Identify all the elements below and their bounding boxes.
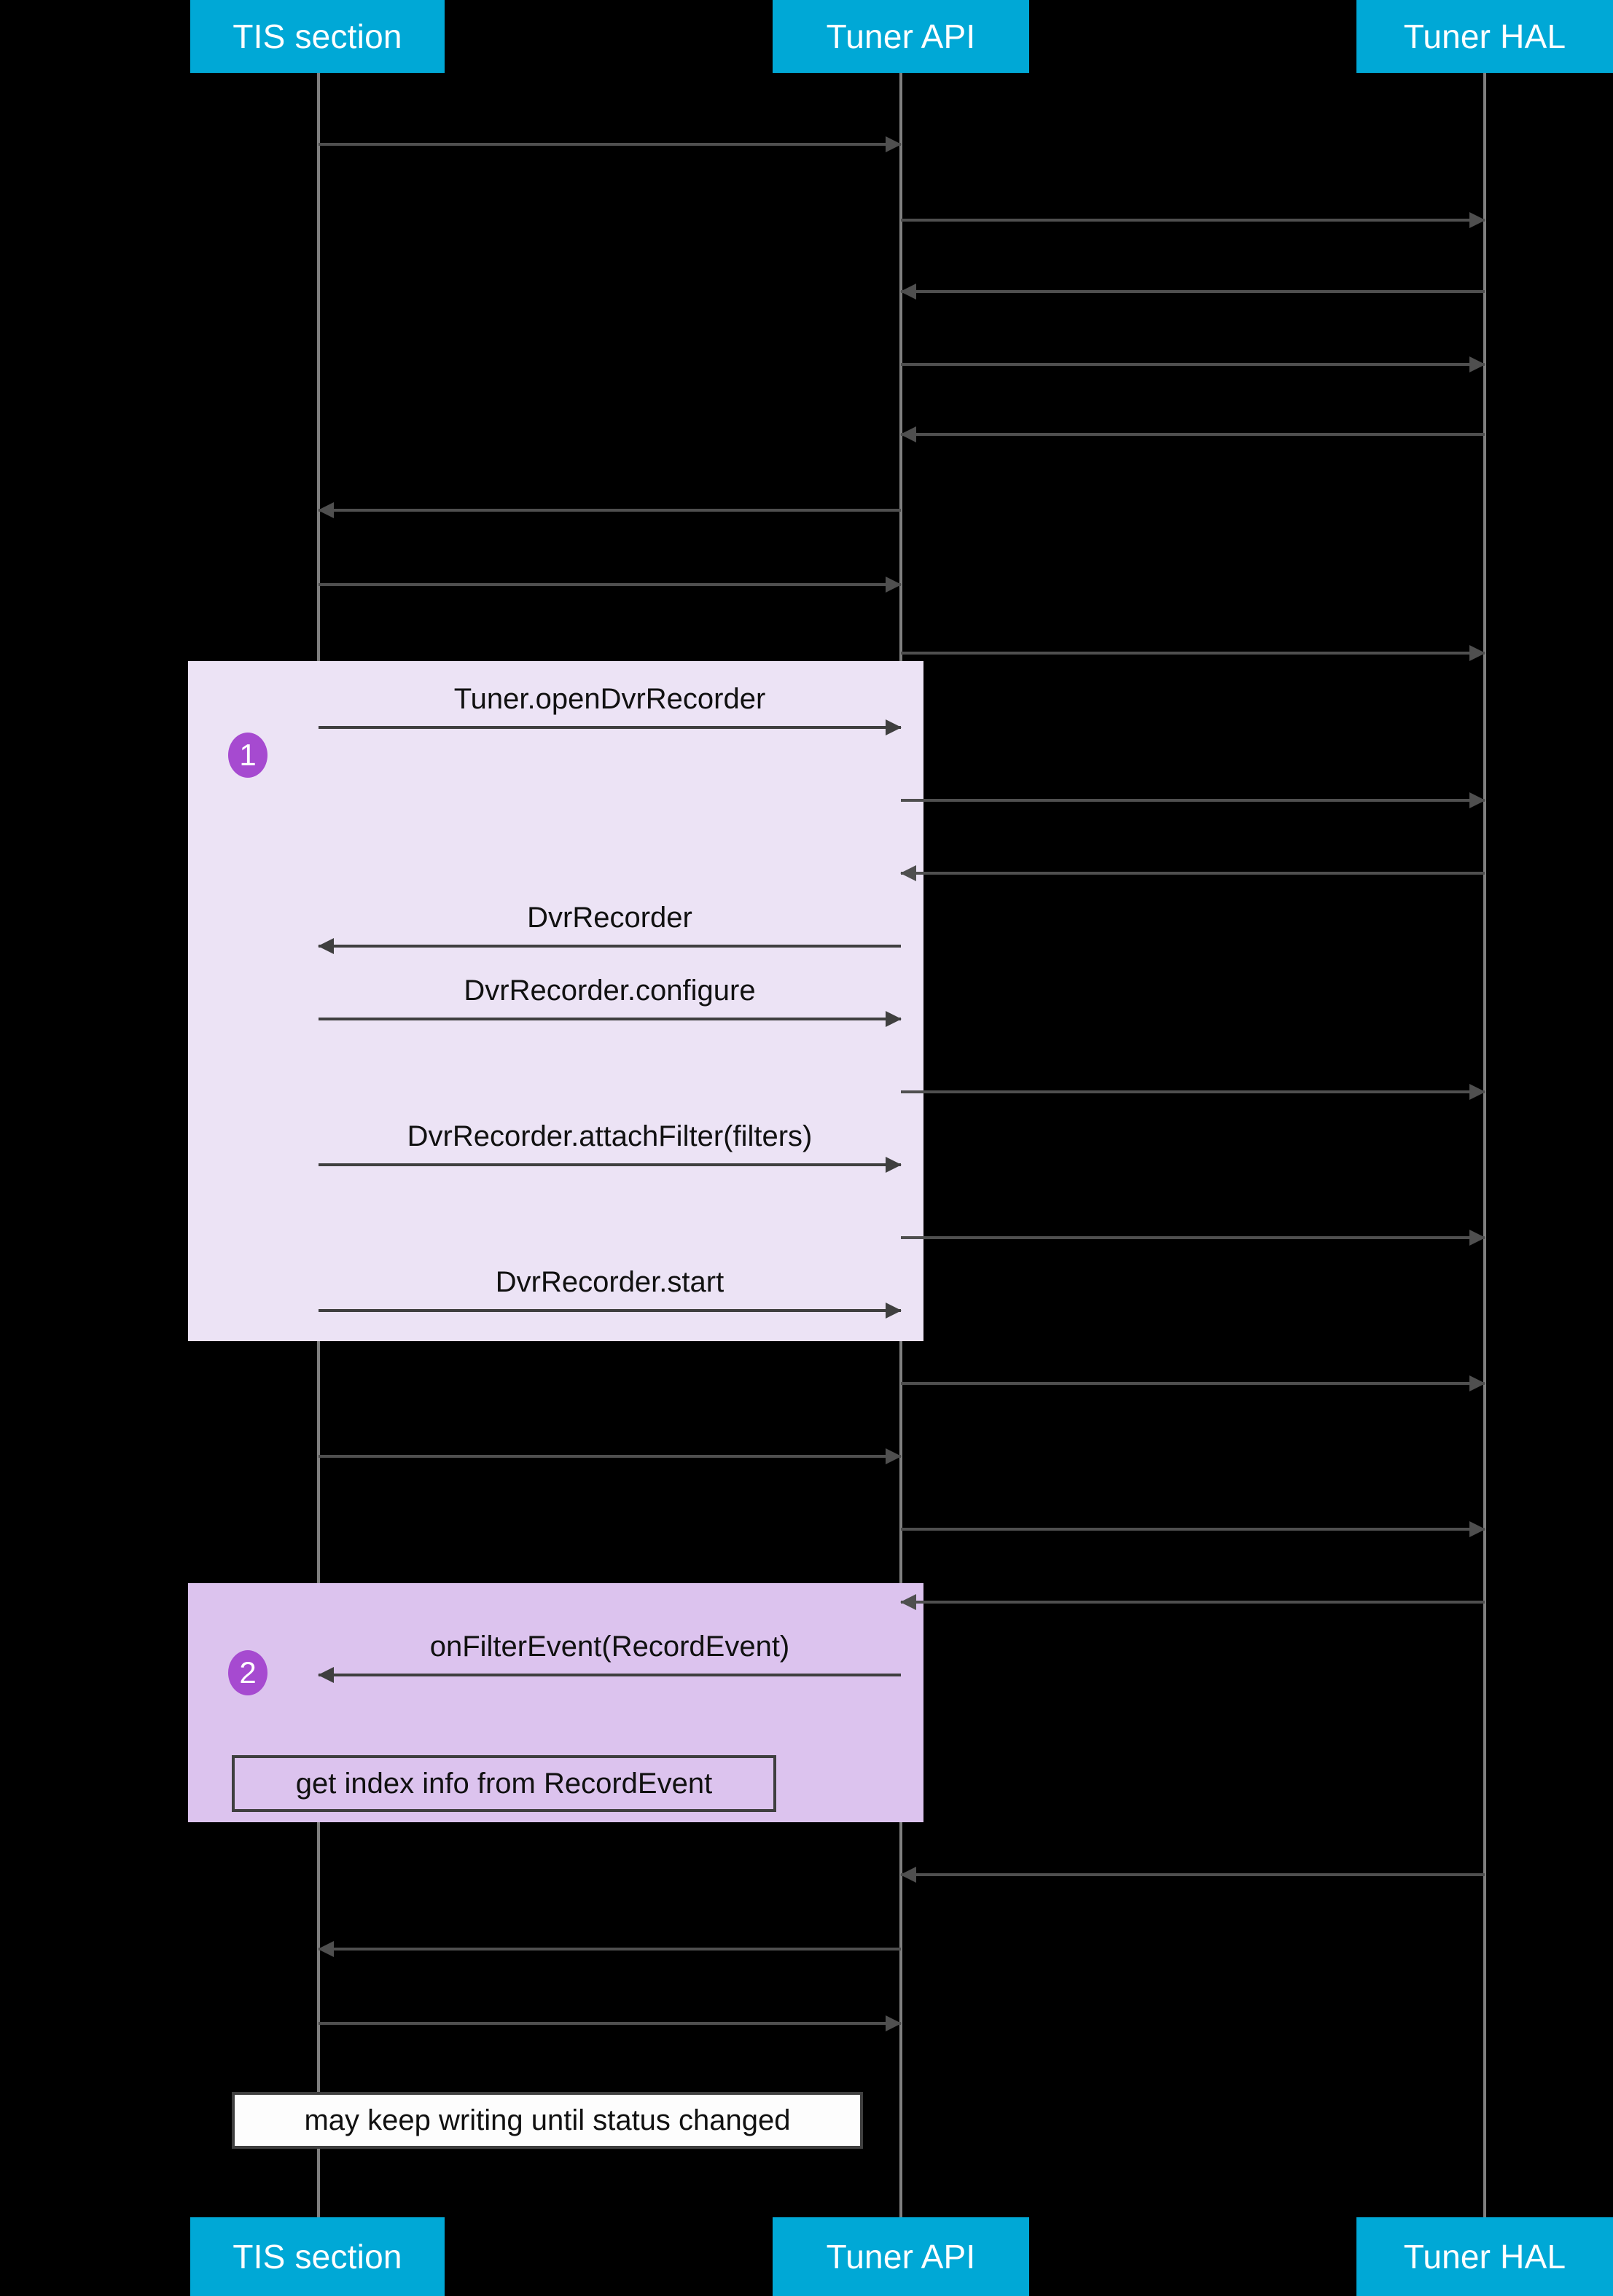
arrowhead-right-icon <box>886 1011 902 1027</box>
arrowhead-right-icon <box>1469 792 1485 808</box>
message-shaft <box>319 1674 901 1676</box>
participant-header-tuner-api[interactable]: Tuner API <box>773 0 1029 73</box>
arrowhead-left-icon <box>900 426 916 442</box>
arrowhead-left-icon <box>318 938 334 954</box>
arrowhead-right-icon <box>1469 1521 1485 1537</box>
step-badge-2-label: 2 <box>239 1655 257 1690</box>
arrowhead-right-icon <box>886 1448 902 1464</box>
message-shaft <box>901 1601 1485 1604</box>
message-shaft <box>901 433 1485 436</box>
participant-header-tuner-hal-label: Tuner HAL <box>1403 17 1566 55</box>
message-shaft <box>901 652 1485 655</box>
message-shaft <box>319 945 901 948</box>
arrowhead-left-icon <box>318 1941 334 1957</box>
arrowhead-right-icon <box>1469 212 1485 228</box>
lifeline-tuner-hal <box>1483 73 1486 2217</box>
message-shaft <box>319 1309 901 1312</box>
step-badge-1-label: 1 <box>239 738 257 772</box>
message-shaft <box>901 290 1485 293</box>
message-shaft <box>901 1873 1485 1876</box>
participant-header-tis-section-label: TIS section <box>233 17 402 55</box>
arrowhead-right-icon <box>1469 645 1485 661</box>
arrowhead-left-icon <box>318 502 334 518</box>
action-box-get-index-info: get index info from RecordEvent <box>232 1755 776 1812</box>
message-shaft <box>319 583 901 586</box>
step-badge-1: 1 <box>228 733 267 778</box>
arrowhead-right-icon <box>886 719 902 735</box>
arrowhead-right-icon <box>886 577 902 593</box>
message-shaft <box>319 726 901 729</box>
step-badge-2: 2 <box>228 1650 267 1695</box>
message-shaft <box>901 219 1485 222</box>
message-shaft <box>319 1455 901 1458</box>
participant-header-tis-section[interactable]: TIS section <box>190 0 445 73</box>
note-label: may keep writing until status changed <box>304 2104 791 2136</box>
note-may-keep-writing: may keep writing until status changed <box>232 2092 863 2149</box>
arrowhead-left-icon <box>900 1594 916 1610</box>
message-shaft <box>319 1948 901 1951</box>
message-shaft <box>319 1163 901 1166</box>
arrowhead-right-icon <box>886 136 902 152</box>
action-box-label: get index info from RecordEvent <box>295 1767 713 1800</box>
arrowhead-right-icon <box>1469 1375 1485 1391</box>
arrowhead-left-icon <box>318 1667 334 1683</box>
participant-footer-tis-section[interactable]: TIS section <box>190 2217 445 2296</box>
participant-header-tuner-hal[interactable]: Tuner HAL <box>1356 0 1613 73</box>
fragment-1 <box>188 661 923 1341</box>
arrowhead-left-icon <box>900 865 916 881</box>
arrowhead-right-icon <box>886 1303 902 1319</box>
participant-footer-tuner-api[interactable]: Tuner API <box>773 2217 1029 2296</box>
message-shaft <box>901 1236 1485 1239</box>
participant-header-tuner-api-label: Tuner API <box>826 17 976 55</box>
message-shaft <box>319 1018 901 1020</box>
message-shaft <box>901 363 1485 366</box>
message-shaft <box>901 1382 1485 1385</box>
arrowhead-left-icon <box>900 1867 916 1883</box>
message-shaft <box>901 1528 1485 1531</box>
participant-footer-tuner-hal[interactable]: Tuner HAL <box>1356 2217 1613 2296</box>
participant-footer-tis-section-label: TIS section <box>233 2238 402 2276</box>
arrowhead-right-icon <box>1469 356 1485 372</box>
message-shaft <box>901 799 1485 802</box>
message-shaft <box>319 509 901 512</box>
arrowhead-right-icon <box>886 2015 902 2031</box>
participant-footer-tuner-hal-label: Tuner HAL <box>1403 2238 1566 2276</box>
message-shaft <box>319 143 901 146</box>
message-shaft <box>901 872 1485 875</box>
participant-footer-tuner-api-label: Tuner API <box>826 2238 976 2276</box>
arrowhead-right-icon <box>886 1157 902 1173</box>
arrowhead-right-icon <box>1469 1230 1485 1246</box>
message-shaft <box>319 2022 901 2025</box>
message-shaft <box>901 1090 1485 1093</box>
arrowhead-right-icon <box>1469 1084 1485 1100</box>
arrowhead-left-icon <box>900 284 916 300</box>
